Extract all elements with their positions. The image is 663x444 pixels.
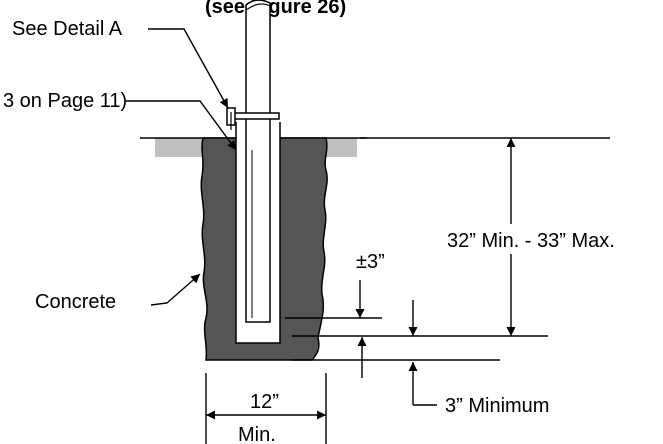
post xyxy=(245,0,271,323)
depth-label: 32” Min. - 33” Max. xyxy=(447,230,615,252)
tolerance-label: ±3” xyxy=(356,251,385,273)
width-note-label: Min. xyxy=(238,424,276,444)
figure-reference-header: (see Figure 26) xyxy=(205,0,346,18)
ground-surface-right xyxy=(325,138,357,157)
concrete-label: Concrete xyxy=(35,291,116,313)
width-label: 12” xyxy=(250,391,279,413)
detail-a-label: See Detail A xyxy=(12,18,123,40)
concrete-leader xyxy=(150,273,201,306)
page-reference-leader xyxy=(126,100,237,151)
bottom-label: 3” Minimum xyxy=(445,395,549,417)
ground-surface-left xyxy=(155,138,203,157)
clamp-bracket xyxy=(231,112,280,120)
page-reference-label: 3 on Page 11) xyxy=(3,90,127,112)
post-break-line xyxy=(245,3,271,11)
detail-a-leader xyxy=(148,28,229,109)
depth-label-bg xyxy=(440,224,663,254)
